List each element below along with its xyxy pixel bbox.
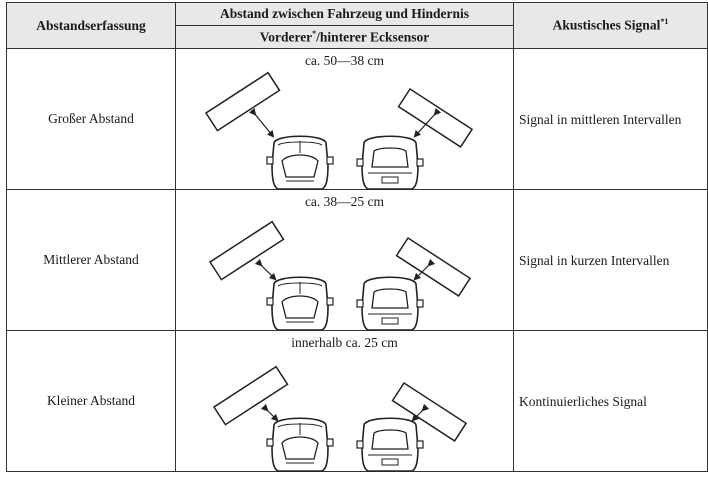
table-row: Kleiner Abstand innerhalb ca. 25 cm Kont…	[6, 330, 708, 472]
distance-arrow-right	[411, 403, 430, 422]
distance-arrow-right	[413, 107, 442, 138]
distance-range: ca. 50—38 cm	[304, 53, 385, 68]
distance-arrow-right	[413, 258, 436, 281]
sensor-diagram-small	[212, 365, 468, 472]
distance-range: innerhalb ca. 25 cm	[291, 335, 398, 350]
car-rear-icon	[356, 417, 424, 472]
footnote-mark: *1	[660, 17, 669, 27]
signal-description: Kontinuierliches Signal	[513, 330, 708, 472]
distance-label: Mittlerer Abstand	[6, 189, 176, 331]
obstacle-left	[208, 220, 285, 281]
diagram-cell: ca. 38—25 cm	[175, 189, 514, 331]
table-row: Mittlerer Abstand ca. 38—25 cm Signal in…	[6, 189, 708, 331]
header-vehicle-obstacle-distance: Abstand zwischen Fahrzeug und Hindernis	[175, 2, 514, 26]
header-corner-sensor: Vorderer*/hinterer Ecksensor	[175, 25, 514, 49]
car-front-icon	[266, 417, 334, 472]
header-front-text: Vorderer	[259, 29, 313, 45]
distance-table: Abstandserfassung Abstand zwischen Fahrz…	[6, 2, 708, 472]
distance-arrow-left	[254, 258, 277, 281]
car-front-icon	[266, 276, 334, 331]
distance-arrow-left	[260, 403, 279, 422]
distance-table-wrapper: Abstandserfassung Abstand zwischen Fahrz…	[6, 2, 708, 473]
sensor-diagram-medium	[208, 220, 472, 331]
distance-label: Kleiner Abstand	[6, 330, 176, 472]
distance-label: Großer Abstand	[6, 48, 176, 190]
signal-description: Signal in mittleren Intervallen	[513, 48, 708, 190]
signal-description: Signal in kurzen Intervallen	[513, 189, 708, 331]
obstacle-left	[212, 365, 289, 426]
distance-arrow-left	[248, 107, 275, 138]
obstacle-left	[204, 71, 281, 132]
option-mark: *	[312, 28, 317, 38]
car-front-icon	[266, 135, 334, 190]
distance-range: ca. 38—25 cm	[304, 194, 385, 209]
car-rear-icon	[356, 135, 424, 190]
header-acoustic-signal: Akustisches Signal*1	[513, 2, 708, 49]
car-rear-icon	[356, 276, 424, 331]
header-acoustic-signal-text: Akustisches Signal	[552, 17, 661, 33]
sensor-diagram-large	[204, 71, 474, 190]
diagram-cell: ca. 50—38 cm	[175, 48, 514, 190]
header-rear-text: /hinterer Ecksensor	[316, 29, 430, 45]
header-distance-detection: Abstandserfassung	[6, 2, 176, 49]
table-row: Großer Abstand ca. 50—38 cm Signal in mi…	[6, 48, 708, 190]
diagram-cell: innerhalb ca. 25 cm	[175, 330, 514, 472]
